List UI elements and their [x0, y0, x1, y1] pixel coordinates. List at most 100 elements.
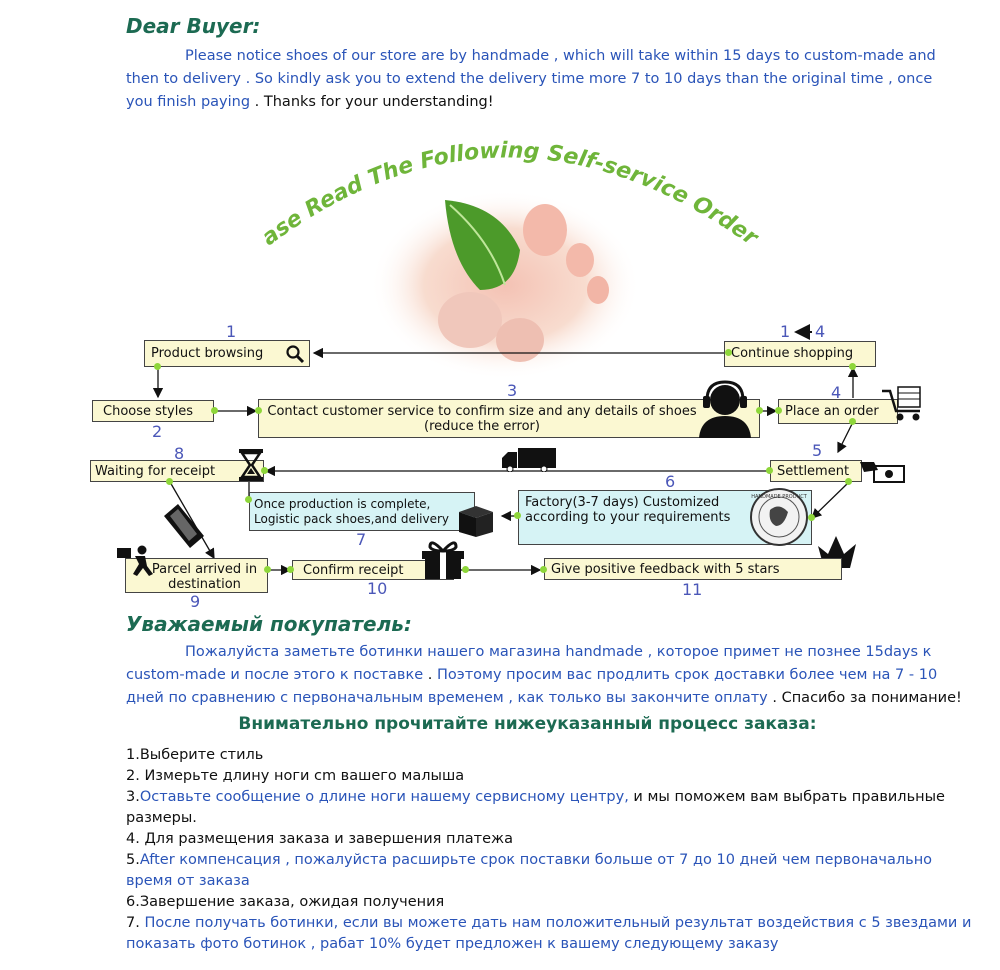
step-line-text: время от заказа: [126, 873, 250, 889]
node-label: Contact customer service to confirm size…: [267, 404, 697, 434]
step-line: 5.After компенсация , пожалуйста расширь…: [126, 850, 986, 871]
step-line: 6.Завершение заказа, ожидая получения: [126, 892, 986, 913]
intro-line-3-black: . Thanks for your understanding!: [250, 94, 494, 110]
step-line: 2. Измерьте длину ноги cm вашего малыша: [126, 766, 986, 787]
step-number-6: 6: [665, 472, 676, 491]
node-label: Place an order: [785, 404, 879, 419]
package-box-icon: [459, 506, 493, 537]
baby-foot-image: [370, 190, 640, 380]
connector-dot: [849, 418, 856, 425]
step-line: 4. Для размещения заказа и завершения пл…: [126, 829, 986, 850]
step-line-text: Оставьте сообщение о длине ноги нашему с…: [139, 789, 629, 805]
node-label: Waiting for receipt: [95, 464, 216, 479]
connector-dot: [766, 467, 773, 474]
russian-line-1-blue: Пожалуйста заметьте ботинки нашего магаз…: [185, 644, 643, 660]
russian-line-1: Пожалуйста заметьте ботинки нашего магаз…: [126, 641, 986, 664]
step-line: показать фото ботинок , рабат 10% будет …: [126, 934, 986, 955]
russian-line-2-blue: custom-made и после этого к поставке: [126, 667, 424, 683]
step-number-1b: 1: [780, 322, 791, 341]
node-feedback: Give positive feedback with 5 stars: [544, 558, 842, 580]
step-number-4: 4: [831, 383, 842, 402]
node-confirm-receipt: Confirm receipt: [292, 560, 454, 580]
connector-dot: [154, 363, 161, 370]
step-number-9: 9: [190, 592, 201, 611]
step-number-10: 10: [367, 579, 388, 598]
cash-icon: [860, 462, 905, 483]
node-choose-styles: Choose styles: [92, 400, 214, 422]
node-waiting-receipt: Waiting for receipt: [90, 460, 264, 482]
step-number-11: 11: [682, 580, 703, 599]
flow-diagram-lines: Please Read The Following Self-service O…: [0, 0, 859, 576]
gift-icon: [422, 541, 464, 579]
russian-line-3-black: . Спасибо за понимание!: [767, 690, 962, 706]
step-line: 3.Оставьте сообщение о длине ноги нашему…: [126, 787, 986, 808]
step-number-7: 7: [356, 530, 367, 549]
intro-line-1: Please notice shoes of our store are by …: [185, 48, 936, 64]
intro-line-2: then to delivery . So kindly ask you to …: [126, 71, 933, 87]
connector-dot: [245, 496, 252, 503]
step-line: 1.Выберите стиль: [126, 745, 986, 766]
russian-line-2: custom-made и после этого к поставке . П…: [126, 664, 986, 687]
step-line-text: После получать ботинки, если вы можете д…: [144, 915, 972, 931]
node-contact-service: Contact customer service to confirm size…: [258, 399, 760, 438]
node-label: Settlement: [777, 464, 850, 479]
connector-dot: [255, 407, 262, 414]
shopping-cart-icon: [882, 386, 921, 421]
step-number-4b: 4: [815, 322, 826, 341]
step-line-text: 7.: [126, 915, 145, 931]
intro-line-3: you finish paying . Thanks for your unde…: [126, 91, 986, 114]
connector-dot: [845, 478, 852, 485]
leaf-icon: [445, 200, 520, 290]
step-line-text: 3.: [126, 789, 140, 805]
step-line-text: и мы поможем вам выбрать правильные: [628, 789, 945, 805]
node-label: Continue shopping: [731, 346, 854, 361]
russian-line-1-rest: , которое примет не познее 15days к: [642, 644, 932, 660]
russian-line-3-blue: дней по сравнению с первоначальным време…: [126, 690, 768, 706]
russian-line-2-black: .: [423, 667, 437, 683]
search-icon: [286, 345, 305, 364]
node-parcel-arrived: Parcel arrived in destination: [125, 558, 268, 593]
step-line-text: показать фото ботинок , рабат 10% будет …: [126, 936, 779, 952]
phone-icon: [164, 504, 204, 548]
step-line: время от заказа: [126, 871, 986, 892]
russian-subtitle: Внимательно прочитайте нижеуказанный про…: [238, 714, 817, 734]
node-production-complete: Once production is complete, Logistic pa…: [249, 492, 475, 531]
russian-line-2-blue-b: Поэтому просим вас продлить срок доставк…: [436, 667, 938, 683]
step-line-text: 5.: [126, 852, 140, 868]
hourglass-icon: [239, 449, 263, 481]
intro-paragraph: Please notice shoes of our store are by …: [126, 45, 986, 114]
russian-paragraph: Пожалуйста заметьте ботинки нашего магаз…: [126, 641, 986, 710]
node-label: Give positive feedback with 5 stars: [551, 562, 780, 577]
node-label: Choose styles: [103, 404, 194, 419]
connector-dot: [261, 467, 268, 474]
step-number-1: 1: [226, 322, 237, 341]
steps-list: 1.Выберите стиль 2. Измерьте длину ноги c…: [126, 745, 986, 955]
dear-buyer-title: Dear Buyer:: [126, 14, 261, 38]
node-label: Parcel arrived in destination: [151, 562, 258, 592]
person-headset-icon: [699, 380, 751, 438]
connector-dot: [849, 363, 856, 370]
node-label: Once production is complete, Logistic pa…: [254, 497, 450, 526]
connector-dot: [211, 407, 218, 414]
connector-dot: [264, 566, 271, 573]
connector-dot: [514, 512, 521, 519]
connector-dot: [287, 566, 294, 573]
connector-dot: [166, 478, 173, 485]
stamp-icon: HANDMADE PRODUCT: [750, 488, 808, 546]
step-line-text: 2. Измерьте длину ноги cm вашего малыша: [126, 768, 465, 784]
intro-line-3-blue: you finish paying: [126, 94, 251, 110]
node-label: Factory(3-7 days) Customized according t…: [525, 495, 731, 525]
node-settlement: Settlement: [770, 460, 862, 482]
step-number-5: 5: [812, 441, 823, 460]
arc-heading: Please Read The Following Self-service O…: [0, 0, 763, 251]
connector-dot: [756, 407, 763, 414]
step-number-3: 3: [507, 381, 518, 400]
truck-icon: [502, 448, 556, 472]
node-label: Confirm receipt: [303, 563, 404, 578]
connector-dot: [725, 349, 732, 356]
step-line-text: 1.Выберите стиль: [126, 747, 264, 763]
svg-text:HANDMADE PRODUCT: HANDMADE PRODUCT: [751, 494, 808, 500]
node-continue-shopping: Continue shopping: [724, 341, 876, 367]
step-number-8: 8: [174, 444, 185, 463]
node-product-browsing: Product browsing: [144, 340, 310, 367]
